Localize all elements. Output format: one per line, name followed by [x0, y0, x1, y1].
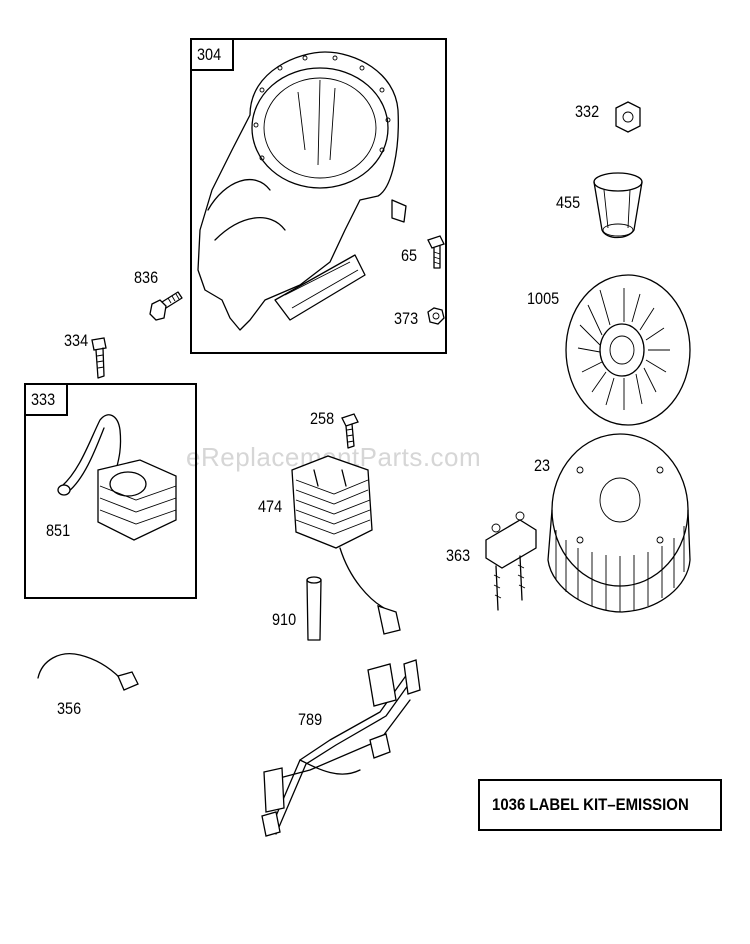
ignition-tag: 333	[26, 385, 69, 416]
part-number-1005: 1005	[527, 289, 560, 308]
armature-474-drawing	[291, 455, 401, 635]
cup-455-drawing	[593, 172, 643, 239]
coil-851-drawing	[57, 414, 177, 541]
pin-910-drawing	[306, 576, 322, 641]
part-number-789: 789	[298, 710, 323, 729]
part-number-455: 455	[556, 193, 581, 212]
blower-housing-frame: 304	[190, 38, 447, 354]
screw-334-drawing	[91, 337, 107, 379]
blower-housing-drawing	[197, 51, 407, 331]
fan-1005-drawing	[565, 274, 691, 426]
screw-65-drawing	[427, 235, 445, 269]
label-kit-emission: 1036 LABEL KIT–EMISSION	[478, 779, 722, 831]
bolt-836-drawing	[149, 291, 183, 321]
switch-363-drawing	[485, 511, 537, 611]
part-number-836: 836	[134, 268, 159, 287]
nut-373-drawing	[427, 307, 445, 325]
part-number-910: 910	[272, 610, 297, 629]
part-number-258: 258	[310, 409, 335, 428]
part-number-65: 65	[401, 246, 418, 265]
part-number-363: 363	[446, 546, 471, 565]
part-number-23: 23	[534, 456, 551, 475]
screw-258-drawing	[341, 413, 359, 449]
part-number-851: 851	[46, 521, 71, 540]
part-number-356: 356	[57, 699, 82, 718]
blower-housing-tag: 304	[192, 40, 235, 71]
harness-789-drawing	[261, 659, 421, 837]
part-number-474: 474	[258, 497, 283, 516]
part-number-334: 334	[64, 331, 89, 350]
part-number-373: 373	[394, 309, 419, 328]
part-number-332: 332	[575, 102, 600, 121]
wire-356-drawing	[37, 653, 139, 691]
ignition-frame: 333	[24, 383, 197, 599]
nut-332-drawing	[615, 101, 641, 133]
flywheel-23-drawing	[547, 433, 691, 613]
